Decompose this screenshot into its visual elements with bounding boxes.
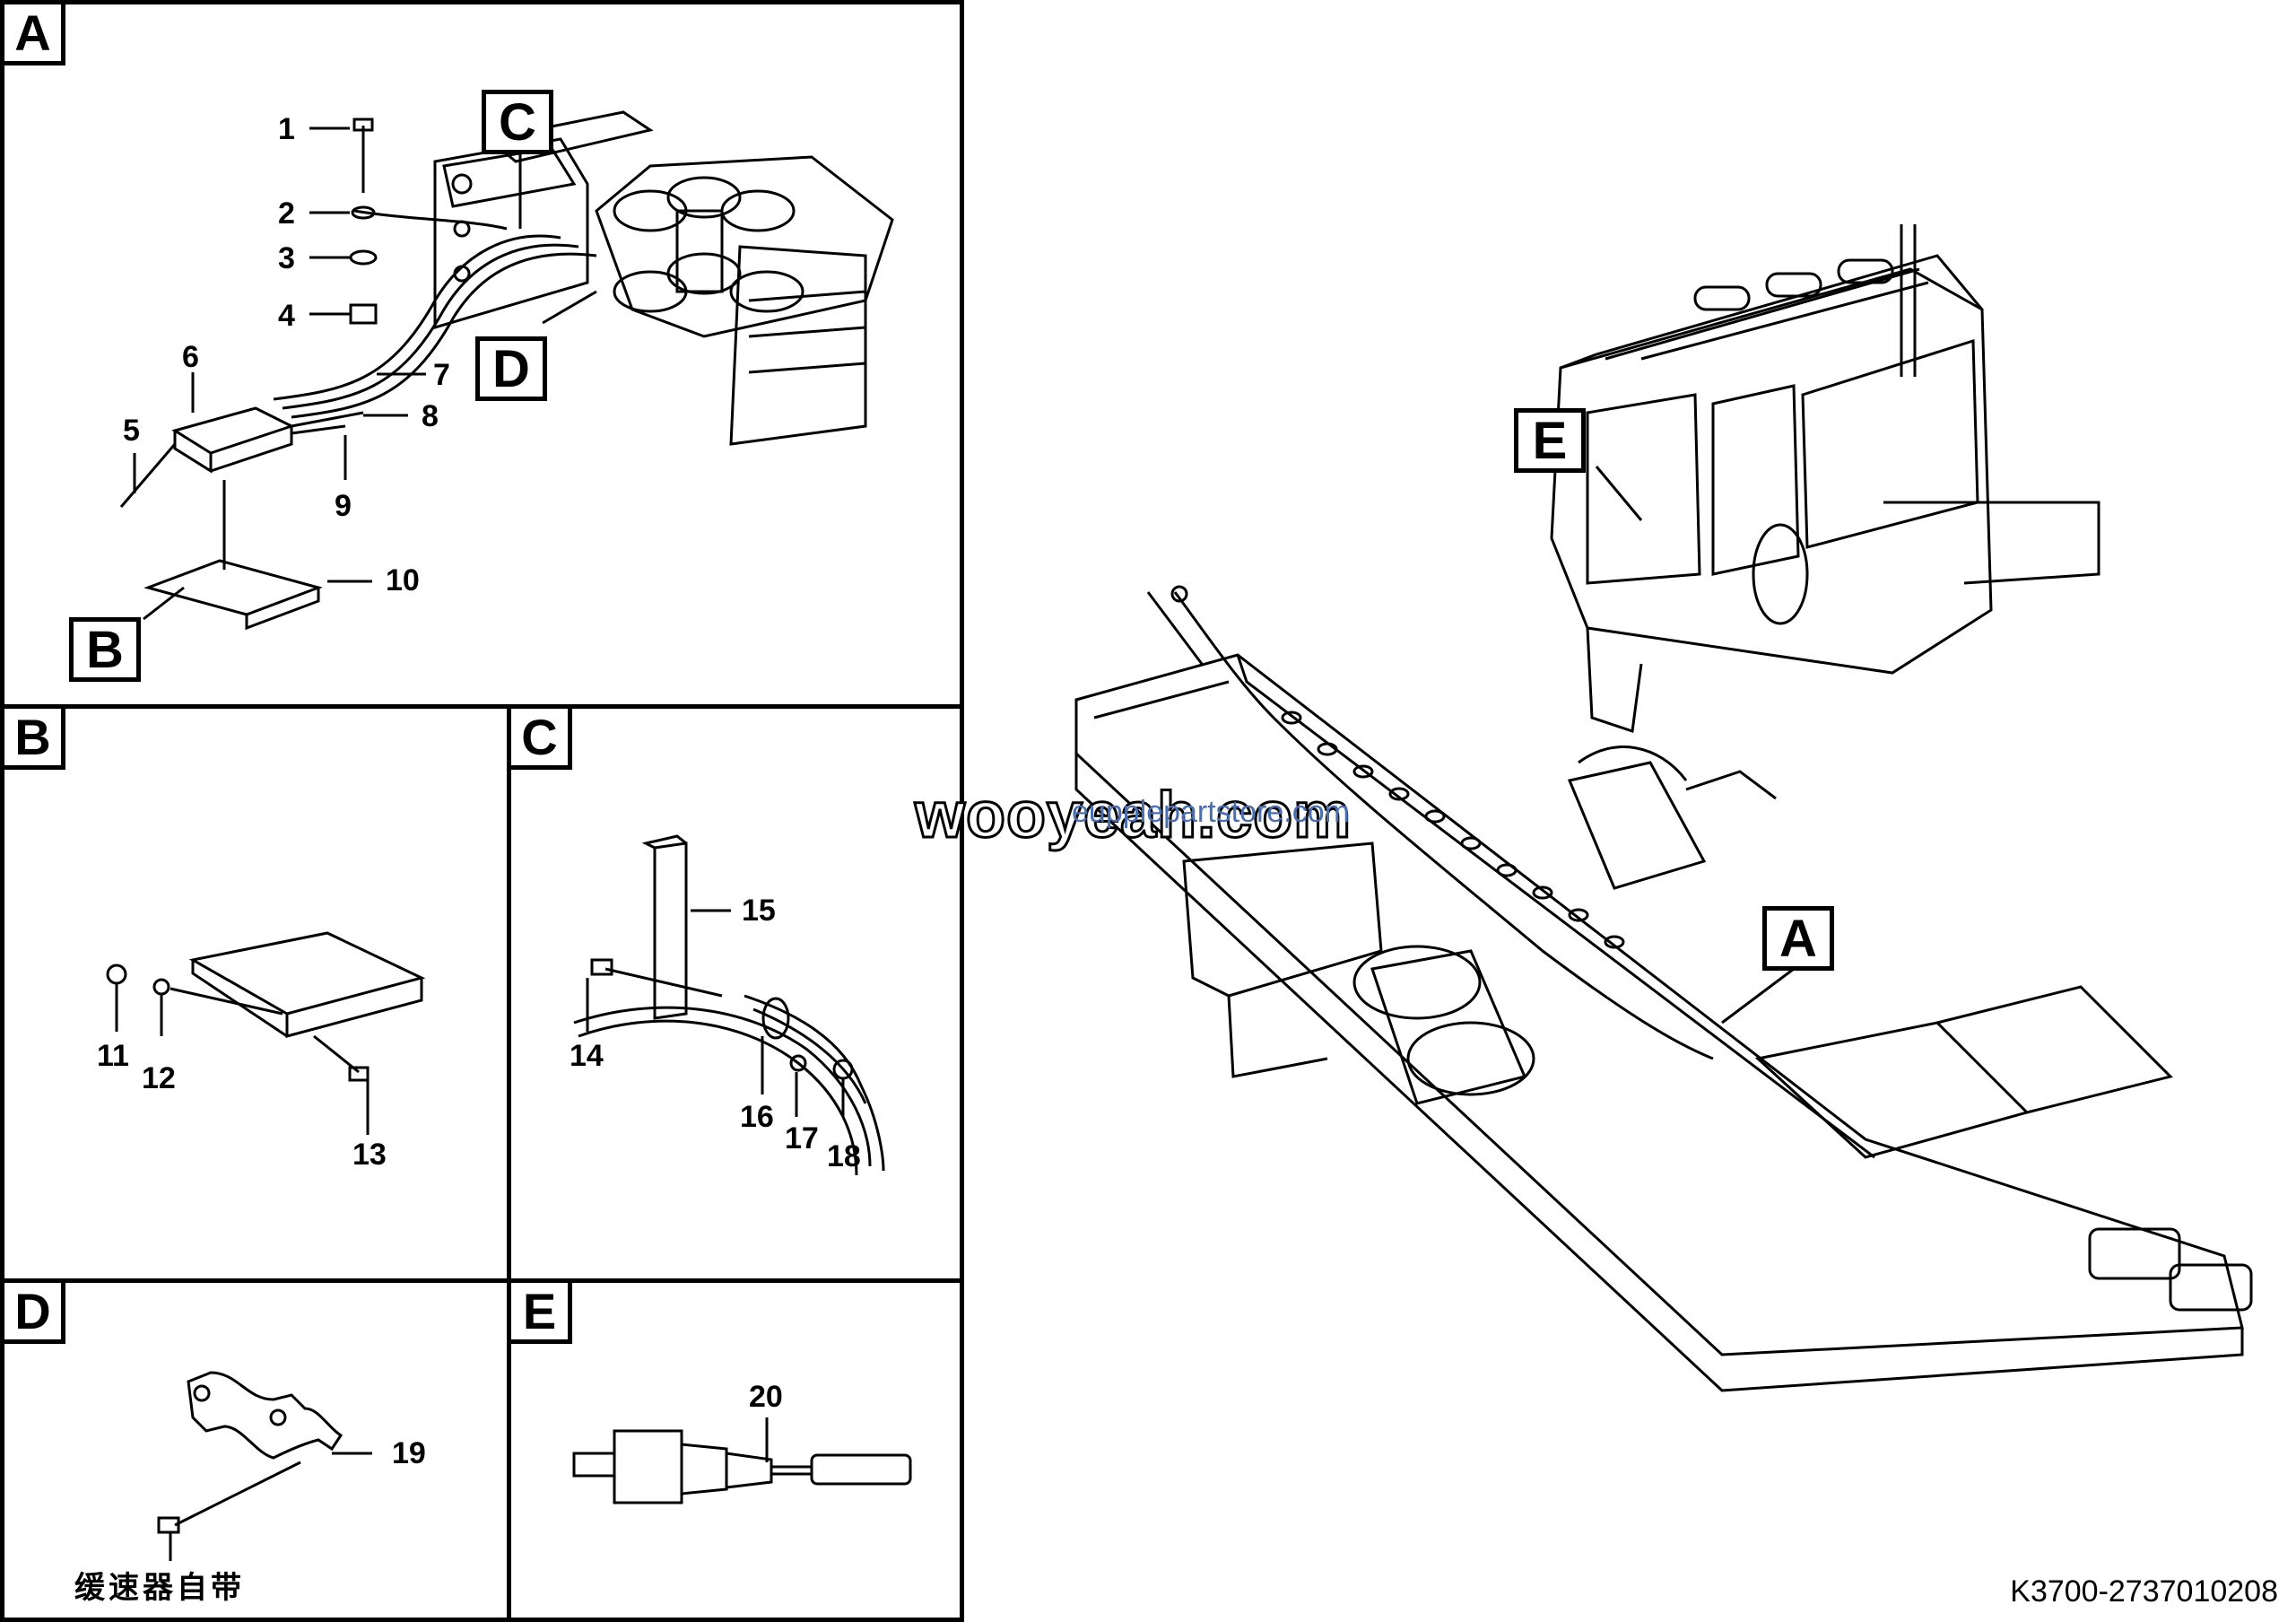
part-10: 10 [386,563,420,597]
retarder-note: 缓速器自带 [74,1570,245,1606]
detail-panel-a: A [0,0,964,709]
part-18: 18 [827,1139,861,1173]
callout-a: A [1762,906,1834,971]
panel-tag: D [4,1283,65,1344]
watermark-subtext: eupplepartstore.com [1072,795,1350,829]
part-2: 2 [278,196,295,231]
part-8: 8 [422,399,439,433]
detail-panel-d: D 19 缓速器自带 [0,1278,511,1622]
part-14: 14 [570,1039,604,1073]
callout-d: D [475,336,547,401]
watermark-text: wooyeah.com [913,779,1352,853]
bracket-detail-drawing [106,931,426,1135]
callout-e: E [1514,408,1586,473]
part-5: 5 [123,414,140,448]
part-13: 13 [352,1138,387,1172]
part-6: 6 [182,340,199,374]
part-12: 12 [142,1061,176,1095]
bracket-19-drawing [157,1371,372,1561]
detail-panel-b: B 11 12 13 [0,704,511,1283]
part-9: 9 [335,489,352,523]
panel-tag: E [511,1283,572,1344]
control-lever-drawing [572,1417,912,1504]
part-7: 7 [433,358,450,392]
part-1: 1 [278,112,295,146]
document-id: K3700-2737010208 [2010,1574,2278,1609]
callout-c: C [482,90,553,154]
detail-panel-c: C 14 15 16 17 18 [507,704,964,1283]
clamp-detail-drawing [573,834,885,1176]
callout-b: B [69,617,141,682]
detail-panel-e: E 20 [507,1278,964,1622]
part-19: 19 [392,1436,426,1470]
part-4: 4 [278,299,295,333]
part-15: 15 [742,894,776,928]
part-16: 16 [740,1100,774,1134]
part-20: 20 [749,1380,783,1414]
panel-tag: A [4,4,65,65]
panel-tag: C [511,709,572,770]
part-3: 3 [278,241,295,275]
part-17: 17 [785,1121,819,1155]
part-11: 11 [97,1039,129,1073]
panel-tag: B [4,709,65,770]
